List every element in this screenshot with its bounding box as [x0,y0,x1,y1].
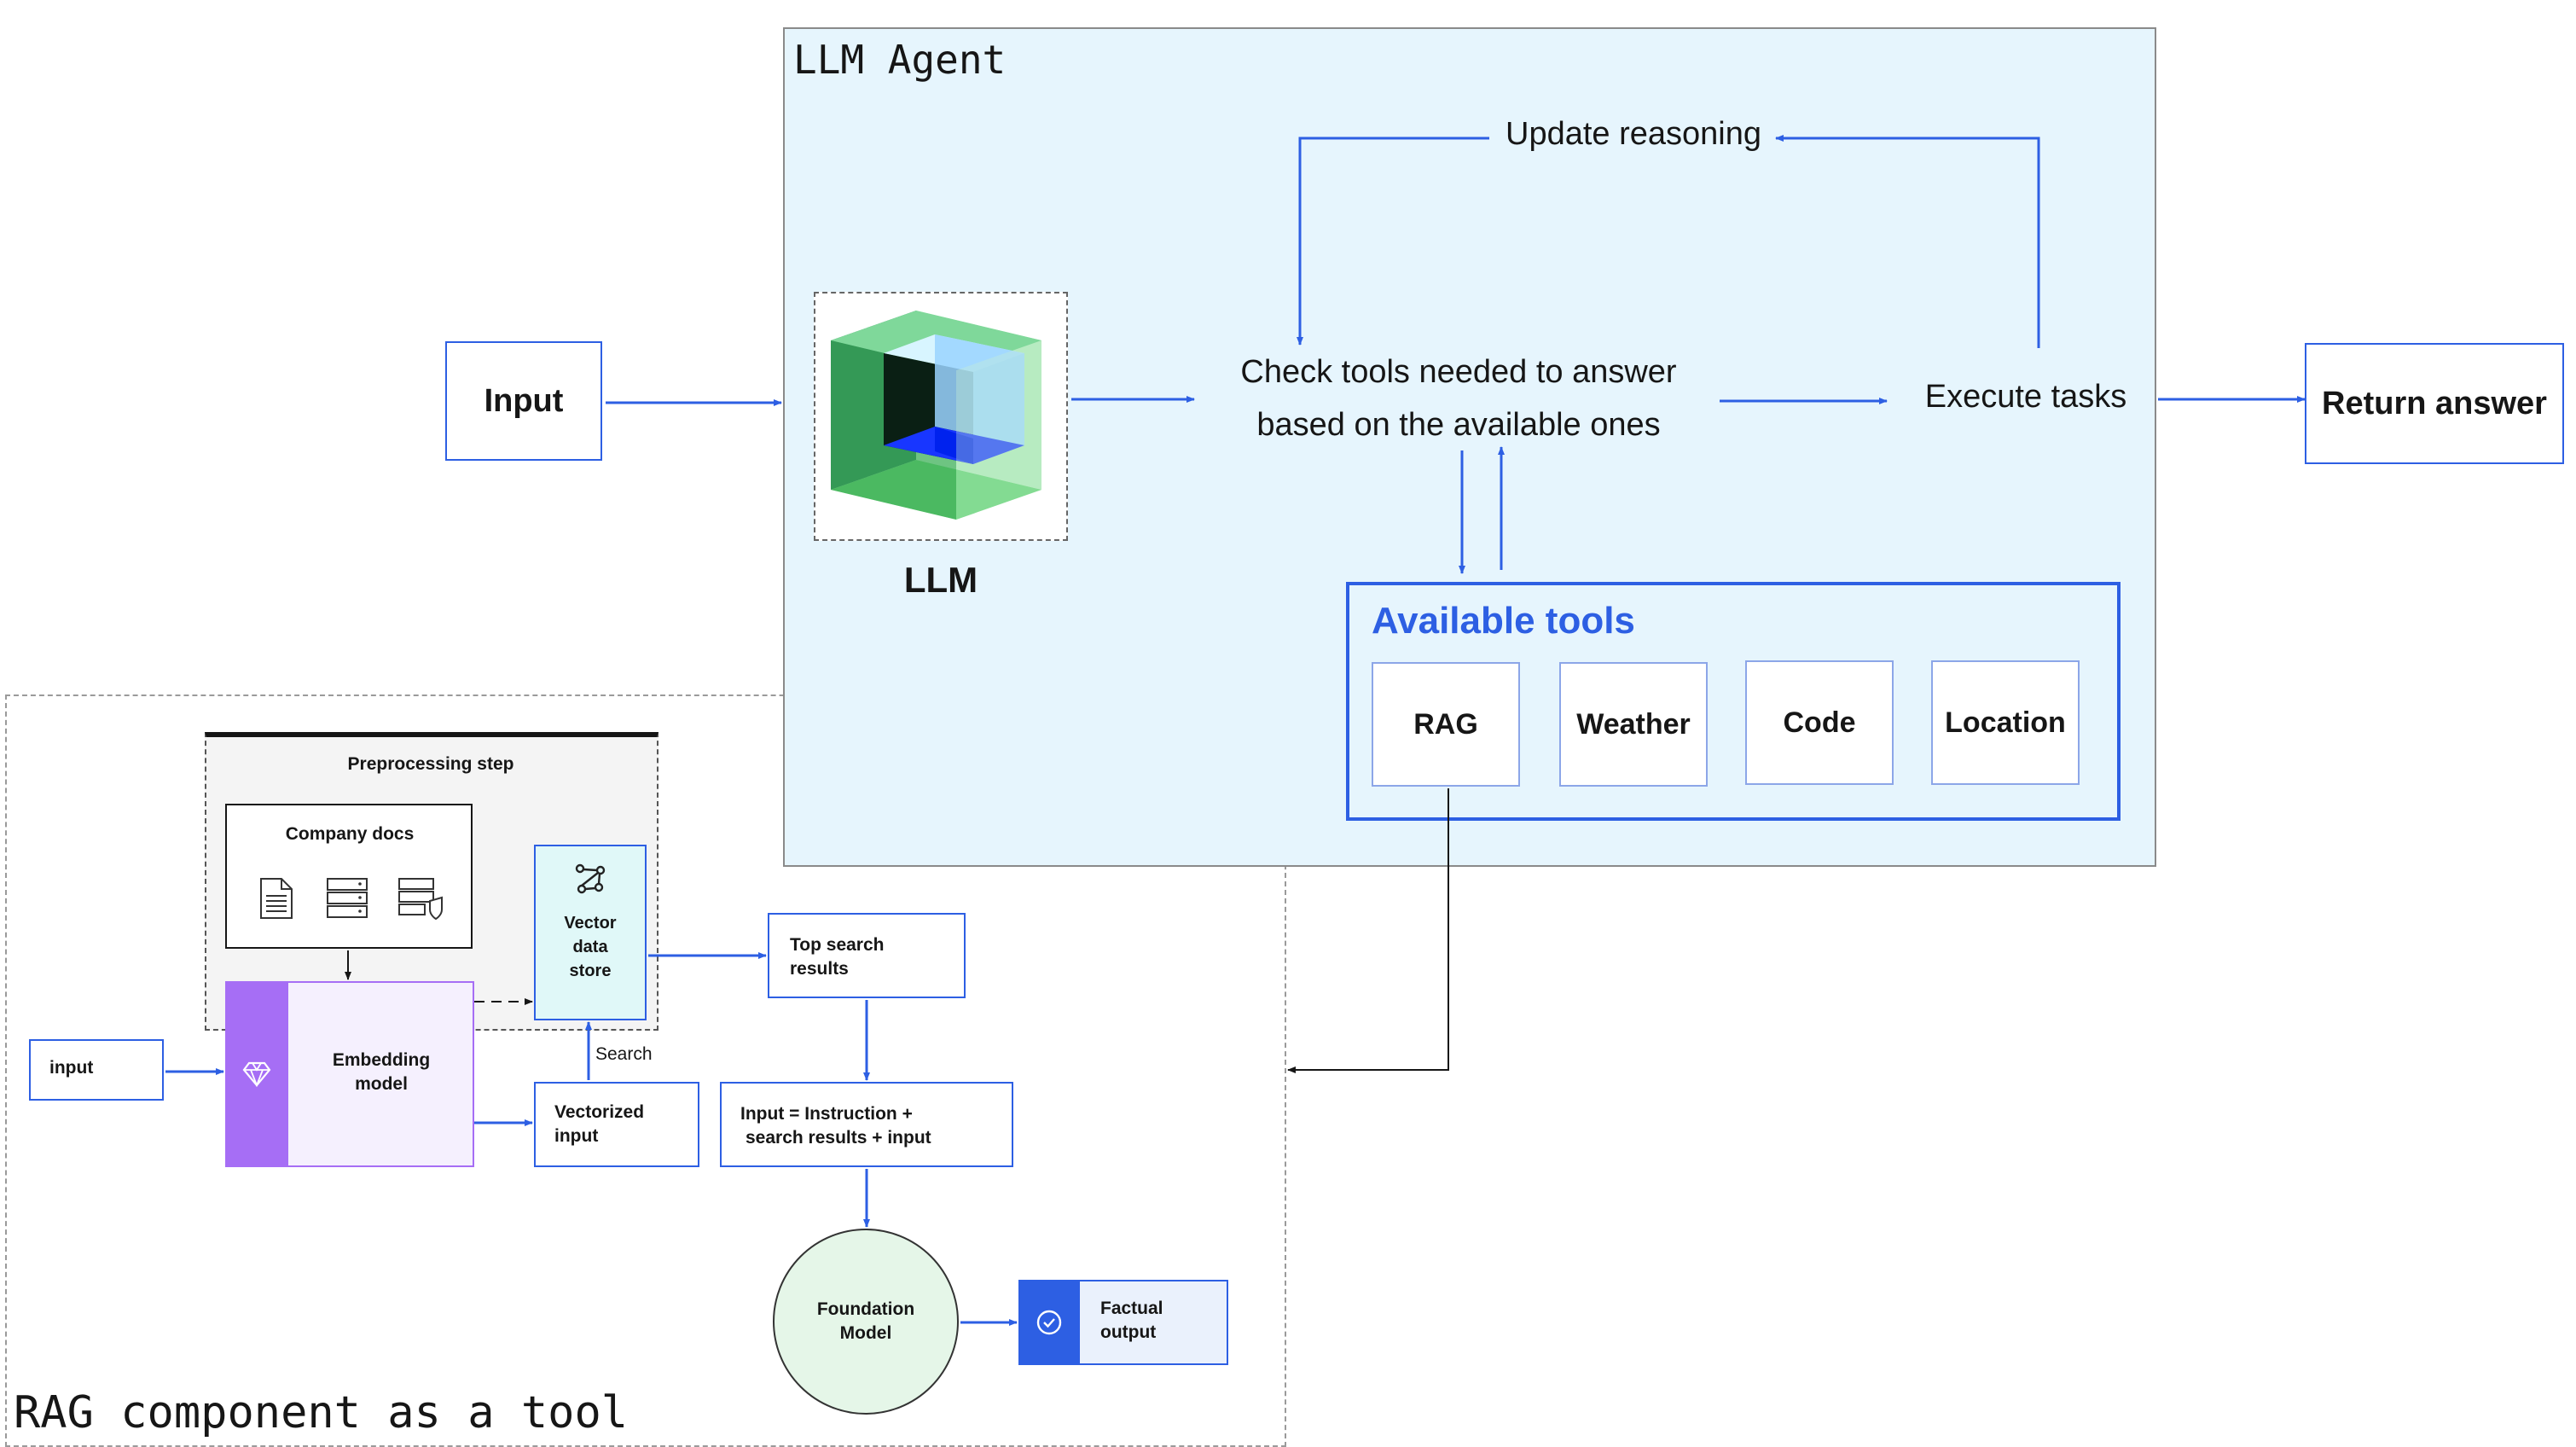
rag-input-box [29,1039,164,1101]
rag-component-title: RAG component as a tool [14,1387,629,1438]
llm-cube-icon [831,311,1041,520]
top-results-line-2: results [790,959,849,979]
document-icon [260,878,293,919]
company-docs-label: Company docs [285,824,415,844]
vector-line-1: Vector [564,914,617,933]
available-tools-title: Available tools [1372,600,1635,642]
top-search-results-box: Top search results [768,913,966,998]
rag-component-container [5,694,1286,1447]
update-reasoning-label: Update reasoning [1506,115,1761,152]
vector-data-store-box [534,845,647,1020]
foundation-line-1: Foundation [816,1299,915,1319]
combined-line-1: Input = Instruction + [740,1104,913,1124]
top-results-line-1: Top search [790,935,885,955]
combined-input-box: Input = Instruction + search results + i… [720,1082,1013,1167]
secure-database-icon [398,878,443,921]
factual-output-label: Factual output [1100,1297,1163,1345]
embedding-line-1: Embedding [332,1050,431,1070]
search-label: Search [595,1044,653,1064]
gem-icon [242,1061,271,1087]
vectorized-line-2: input [554,1126,599,1146]
foundation-model-circle: Foundation Model [773,1229,959,1415]
llm-label: LLM [903,560,978,600]
foundation-line-2: Model [839,1323,892,1343]
check-tools-line-2: based on the available ones [1256,407,1661,443]
preprocessing-step-label: Preprocessing step [347,754,514,774]
embedding-line-2: model [355,1074,408,1094]
llm-agent-title: LLM Agent [793,37,1007,83]
input-box: Input [445,341,602,461]
vector-network-icon [575,863,606,894]
vector-line-2: data [572,938,608,956]
tool-code: Code [1745,660,1894,785]
factual-icon-strip [1018,1280,1080,1365]
available-tools-panel [1346,582,2121,821]
llm-image-frame [814,292,1068,541]
check-tools-line-1: Check tools needed to answer [1240,354,1677,390]
embedding-icon-strip [225,981,288,1167]
tool-rag: RAG [1372,662,1520,787]
factual-line-2: output [1100,1322,1157,1342]
vectorized-line-1: Vectorized [554,1102,645,1122]
factual-line-1: Factual [1100,1299,1163,1318]
combined-line-2: search results + input [746,1128,931,1148]
return-answer-box: Return answer [2305,343,2564,464]
vector-line-3: store [569,962,612,980]
execute-tasks-label: Execute tasks [1924,378,2127,415]
tool-location: Location [1931,660,2080,785]
rag-input-label: input [49,1058,94,1078]
checkmark-circle-icon [1036,1310,1062,1335]
check-tools-label: Check tools needed to answer based on th… [1194,343,1723,454]
company-docs-box [225,804,473,949]
database-icon [327,878,368,918]
embedding-model-label: Embedding model [288,1043,474,1102]
vectorized-input-box: Vectorized input [534,1082,699,1167]
vector-data-store-label: Vector data store [536,909,645,985]
tool-weather: Weather [1559,662,1708,787]
